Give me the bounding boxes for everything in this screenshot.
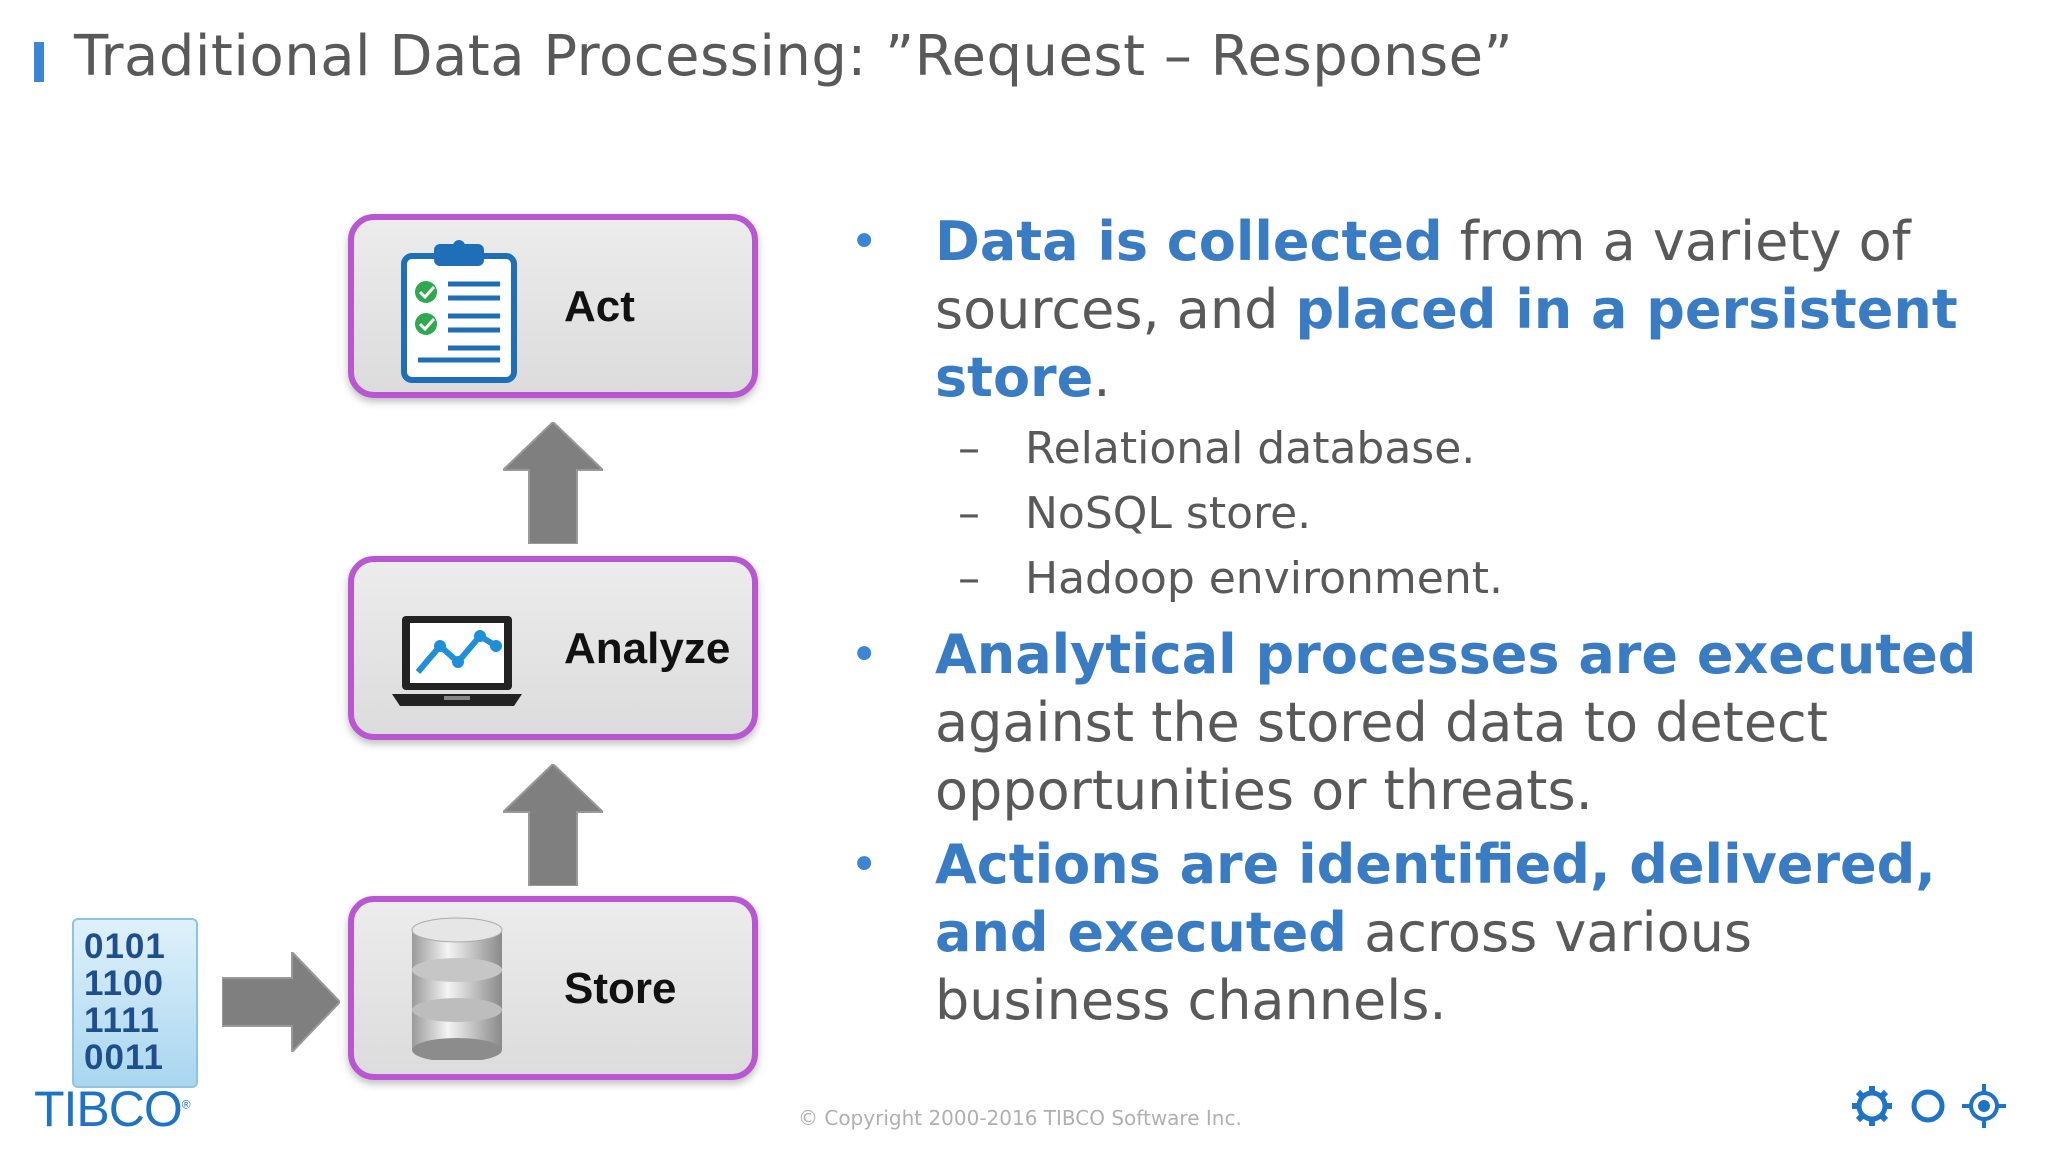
tibco-logo: TIBCO® (34, 1081, 191, 1137)
gear-icon (1852, 1086, 1892, 1126)
bullet-item: • Data is collected from a variety of sou… (850, 208, 1990, 412)
arrow-right-icon (222, 952, 340, 1052)
bullet-text: from a variety of sources, and (935, 210, 1911, 341)
slide-title: Traditional Data Processing: ”Request – … (74, 24, 1514, 89)
copyright-text: © Copyright 2000-2016 TIBCO Software Inc… (798, 1106, 1242, 1130)
bullet-list: • Data is collected from a variety of sou… (850, 208, 1990, 1035)
act-box: Act (348, 214, 758, 398)
bullet-text: . (1093, 346, 1111, 409)
bullet-text: against the stored data to detect opport… (935, 691, 1828, 822)
circle-icon (1911, 1089, 1945, 1123)
bullet-dot-icon: • (850, 627, 879, 683)
target-icon (1962, 1084, 2006, 1128)
binary-line: 1111 (84, 1001, 161, 1040)
corner-icons (1850, 1084, 2006, 1130)
bullet-highlight-text: Analytical processes are executed (935, 623, 1977, 686)
analyze-box: Analyze (348, 556, 758, 740)
bullet-text: across various business channels. (935, 901, 1753, 1032)
store-label: Store (564, 964, 677, 1013)
sub-item: –Relational database. (850, 416, 1990, 481)
sub-item: –Hadoop environment. (850, 546, 1990, 611)
act-label: Act (564, 282, 635, 331)
binary-line: 0011 (84, 1038, 164, 1077)
bullet-highlight-text: Data is collected (935, 210, 1443, 273)
sub-list: –Relational database.–NoSQL store.–Hadoo… (850, 416, 1990, 611)
arrow-up-icon (503, 422, 603, 544)
clipboard-checklist-icon (401, 240, 517, 383)
sub-item-text: NoSQL store. (1025, 488, 1312, 539)
binary-line: 1100 (84, 964, 164, 1003)
bullet-item: • Actions are identified, delivered, and … (850, 831, 1990, 1035)
title-accent-bar (34, 42, 44, 82)
sub-item: –NoSQL store. (850, 481, 1990, 546)
bullet-highlight-text: Actions are identified, delivered, and e… (935, 833, 1936, 964)
sub-item-text: Relational database. (1025, 423, 1476, 474)
laptop-chart-icon (392, 616, 522, 706)
bullet-highlight-text: placed in a persistent store (935, 278, 1958, 409)
binary-line: 0101 (84, 927, 166, 966)
dash-marker: – (958, 553, 980, 604)
dash-marker: – (958, 488, 980, 539)
store-box: Store (348, 896, 758, 1080)
binary-data-icon: 0101 1100 1111 0011 (72, 918, 198, 1088)
analyze-label: Analyze (564, 624, 731, 673)
bullet-dot-icon: • (850, 214, 879, 270)
arrow-up-icon (503, 764, 603, 886)
database-icon (411, 917, 503, 1060)
sub-item-text: Hadoop environment. (1025, 553, 1503, 604)
bullet-dot-icon: • (850, 837, 879, 893)
bullet-item: • Analytical processes are executed again… (850, 621, 1990, 825)
logo-text: TIBCO (34, 1081, 183, 1137)
dash-marker: – (958, 423, 980, 474)
